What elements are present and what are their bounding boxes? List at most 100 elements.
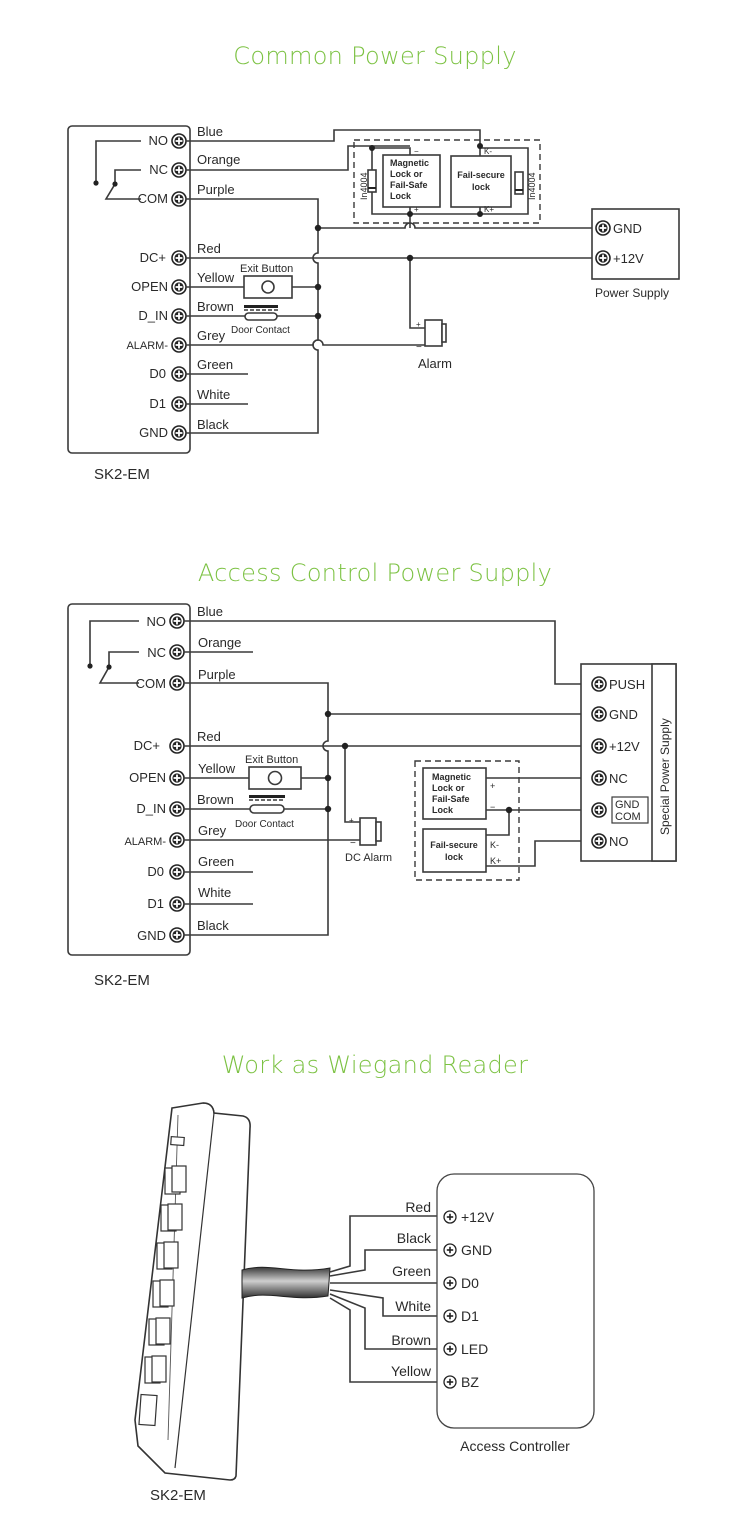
wire-label-grey: Grey: [197, 328, 226, 343]
terminal-label-com: COM: [138, 191, 168, 206]
terminal-label-open: OPEN: [131, 279, 168, 294]
alarm-label: Alarm: [418, 356, 452, 371]
wire-label-red: Red: [405, 1199, 431, 1215]
polarity-label: −: [416, 342, 422, 353]
fail-secure-lock-label: lock: [472, 182, 491, 192]
diode-label: In4004: [359, 172, 369, 200]
polarity-label: K-: [490, 840, 499, 850]
wire-brown: [329, 1293, 450, 1350]
psu-terminal-nc: NC: [609, 771, 628, 786]
diode-icon: [514, 171, 524, 195]
wire-label-grey: Grey: [198, 823, 227, 838]
terminal-label-d0: D0: [149, 366, 166, 381]
common-power-supply-diagram: NO NC COM DC+ OPEN D_IN ALARM- D0 D1 GND…: [67, 124, 680, 483]
wire-label-brown: Brown: [391, 1332, 431, 1348]
sk2-em-terminal-block: [67, 125, 191, 454]
screw-terminal-icon: [169, 896, 185, 912]
polarity-label: −: [490, 802, 495, 812]
screw-terminal-icon: [443, 1276, 457, 1290]
wire-orange: [186, 145, 410, 171]
wire-label-green: Green: [198, 854, 234, 869]
exit-button-label: Exit Button: [240, 263, 293, 275]
psu-terminal-12v: +12V: [613, 251, 644, 266]
screw-terminal-icon: [169, 738, 185, 754]
wire-label-black: Black: [197, 918, 229, 933]
polarity-label: +: [349, 816, 354, 825]
screw-terminal-icon: [443, 1210, 457, 1224]
wire-label-purple: Purple: [198, 667, 236, 682]
screw-terminal-icon: [591, 676, 607, 692]
polarity-label: −: [414, 147, 419, 156]
wire-grey: [186, 339, 425, 346]
screw-terminal-icon: [171, 162, 187, 178]
wire-label-blue: Blue: [197, 604, 223, 619]
controller-terminal-gnd: GND: [461, 1242, 492, 1258]
door-contact-label: Door Contact: [231, 325, 290, 336]
wire-white: [329, 1289, 450, 1317]
wire-label-white: White: [395, 1298, 431, 1314]
keypad-buttons: [138, 1135, 187, 1427]
terminal-label-com: COM: [136, 676, 166, 691]
terminal-label-nc: NC: [149, 162, 168, 177]
screw-terminal-icon: [169, 613, 185, 629]
screw-terminal-icon: [169, 675, 185, 691]
wire-label-red: Red: [197, 729, 221, 744]
wire-label-orange: Orange: [198, 635, 241, 650]
wire-label-black: Black: [397, 1230, 432, 1246]
wire-yellow: [329, 1297, 450, 1383]
section-title-access-control-power-supply: Access Control Power Supply: [197, 559, 553, 587]
special-power-supply-label: Special Power Supply: [658, 718, 672, 835]
terminal-label-no: NO: [149, 133, 169, 148]
wire-black: [329, 1249, 450, 1277]
polarity-label: −: [350, 838, 356, 849]
screw-terminal-icon: [171, 337, 187, 353]
screw-terminal-icon: [591, 738, 607, 754]
screw-terminal-icon: [169, 770, 185, 786]
door-contact-magnet: [249, 795, 285, 798]
screw-terminal-icon: [591, 706, 607, 722]
terminal-label-no: NO: [147, 614, 167, 629]
polarity-label: +: [490, 781, 495, 791]
screw-terminal-icon: [171, 366, 187, 382]
fail-secure-lock: [450, 155, 512, 208]
screw-terminal-icon: [591, 770, 607, 786]
access-controller-label: Access Controller: [460, 1438, 570, 1454]
screw-terminal-icon: [169, 801, 185, 817]
magnetic-lock-label: Lock: [390, 191, 412, 201]
polarity-label: +: [414, 205, 419, 214]
door-contact: [249, 804, 285, 814]
fail-secure-lock-label: Fail-secure: [430, 840, 478, 850]
psu-terminal-12v: +12V: [609, 739, 640, 754]
screw-terminal-icon: [169, 644, 185, 660]
screw-terminal-icon: [171, 425, 187, 441]
power-supply-label: Power Supply: [595, 286, 669, 300]
terminal-label-d1: D1: [147, 896, 164, 911]
terminal-label-alarm: ALARM-: [126, 340, 168, 352]
terminal-label-d0: D0: [147, 864, 164, 879]
screw-terminal-icon: [595, 250, 611, 266]
terminal-label-dc-plus: DC+: [140, 250, 166, 265]
exit-button-label: Exit Button: [245, 754, 298, 766]
terminal-label-nc: NC: [147, 645, 166, 660]
psu-terminal-gnd-com: COM: [615, 811, 641, 823]
magnetic-lock-label: Lock or: [432, 783, 465, 793]
controller-terminal-bz: BZ: [461, 1374, 479, 1390]
wire-label-blue: Blue: [197, 124, 223, 139]
wire-label-brown: Brown: [197, 299, 234, 314]
door-contact-label: Door Contact: [235, 819, 294, 830]
door-contact: [244, 312, 278, 321]
relay-contact: [93, 180, 99, 186]
diode-icon: [367, 169, 377, 193]
wire-label-white: White: [198, 885, 231, 900]
polarity-label: +: [416, 320, 421, 329]
screw-terminal-icon: [443, 1342, 457, 1356]
wire-label-brown: Brown: [197, 792, 234, 807]
wire-label-yellow: Yellow: [198, 761, 236, 776]
screw-terminal-icon: [171, 133, 187, 149]
wire-label-black: Black: [197, 417, 229, 432]
screw-terminal-icon: [169, 832, 185, 848]
wiegand-reader-diagram: Red Black Green White Brown Yellow +12V …: [134, 1102, 595, 1504]
wire-label-red: Red: [197, 241, 221, 256]
wire-red: [329, 1215, 450, 1273]
screw-terminal-icon: [171, 191, 187, 207]
